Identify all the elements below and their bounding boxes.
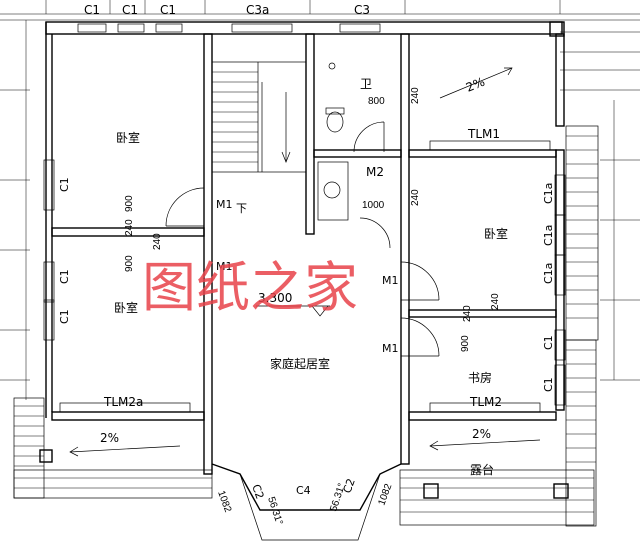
dim-240-b: 240 [410,189,421,206]
room-bathroom: 卫 [360,77,372,91]
dim-240-f: 240 [490,293,501,310]
elevation-label: 3.300 [258,291,292,305]
stair-down-label: 下 [236,202,247,215]
door-m1-mid: M1 [216,260,233,273]
staircase [211,61,307,173]
bathroom-fixtures [317,62,349,221]
door-m1-right-bot: M1 [382,342,399,355]
window-right-c1a-bot: C1a [542,263,555,284]
window-c3-top: C3 [354,3,370,17]
door-tlm2: TLM2 [469,395,502,409]
window-c1-top-2: C1 [122,3,138,17]
door-tlm1: TLM1 [467,127,500,141]
window-markers [43,23,566,413]
dim-1000: 1000 [362,200,385,211]
dim-angle-left: 56.31° [265,496,284,527]
room-bedroom-w: 卧室 [114,300,138,315]
door-m1-stair: M1 [216,198,233,211]
dim-angle-right: 56.31° [328,482,347,513]
railing-hatch [14,135,598,513]
dim-240-a: 240 [410,87,421,104]
dim-900-c: 900 [460,335,471,352]
room-bedroom-nw: 卧室 [116,130,140,145]
slope-arrows [69,67,541,457]
room-family: 家庭起居室 [270,356,330,371]
dim-240-d: 240 [152,233,163,250]
dim-240-e: 240 [462,305,473,322]
window-c1-top-3: C1 [160,3,176,17]
room-bedroom-e: 卧室 [484,226,508,241]
window-c2-left: C2 [249,483,266,501]
dim-900-a: 900 [124,195,135,212]
window-right-c1-b: C1 [542,377,555,392]
elevation-marker [311,305,329,317]
window-right-c1a-top: C1a [542,183,555,204]
door-m2: M2 [366,165,384,179]
dim-900-b: 900 [124,255,135,272]
room-terrace: 露台 [470,462,494,477]
window-right-c1-a: C1 [542,335,555,350]
window-right-c1a-mid: C1a [542,225,555,246]
grid-lines [0,0,640,400]
door-m1-right-top: M1 [382,274,399,287]
window-c1-top-1: C1 [84,3,100,17]
window-c4: C4 [296,484,311,497]
slope-sw: 2% [100,431,119,445]
watermark: 图纸之家 [142,256,358,319]
door-tlm2a: TLM2a [103,395,143,409]
dim-1082-left: 1082 [215,489,233,514]
dim-800: 800 [368,96,385,107]
window-c3a-top: C3a [246,3,269,17]
slope-nw: 2% [464,75,487,95]
room-study: 书房 [468,370,492,385]
slope-se: 2% [472,427,491,441]
dim-1082-right: 1082 [376,482,394,507]
window-left-c1-mid-a: C1 [58,269,71,284]
door-swings [165,121,440,357]
window-left-c1-top: C1 [58,177,71,192]
dim-240-c: 240 [124,219,135,236]
window-left-c1-mid-b: C1 [58,309,71,324]
window-c2-right: C2 [341,477,358,495]
